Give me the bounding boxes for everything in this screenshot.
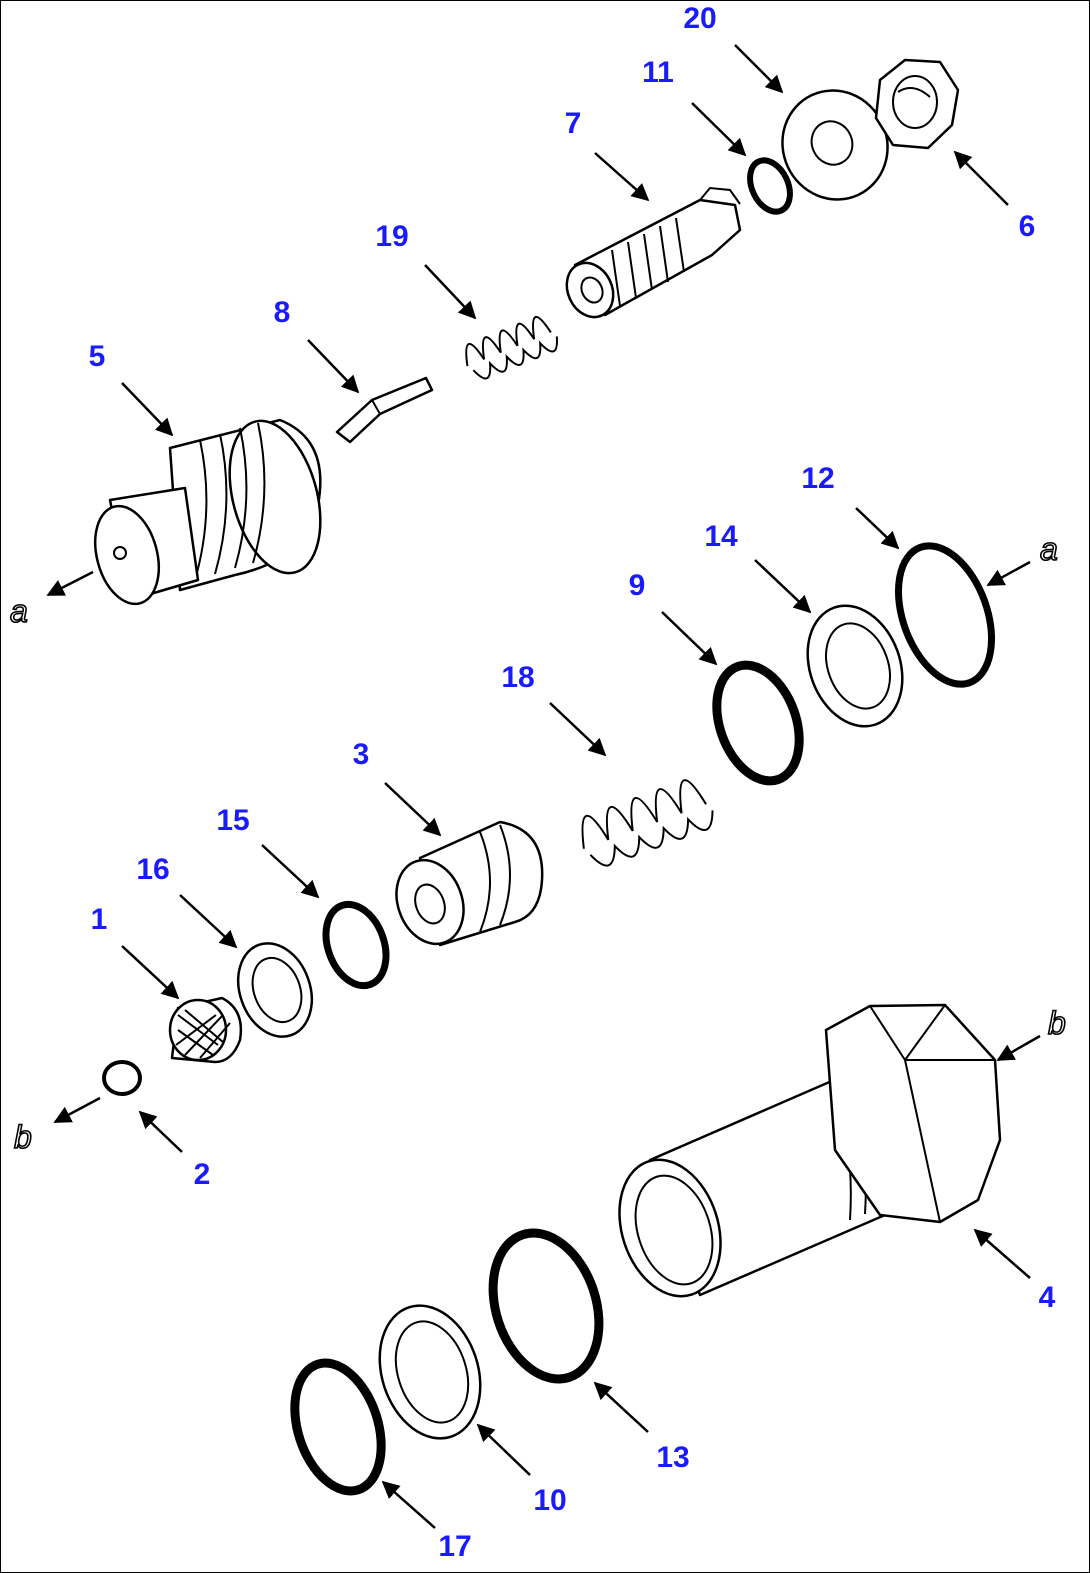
part-20-washer	[781, 89, 889, 201]
arrow-7	[594, 152, 650, 202]
callout-10: 10	[533, 1484, 566, 1517]
callout-12: 12	[801, 462, 834, 495]
part-12-oring	[894, 542, 996, 688]
callout-11: 11	[642, 56, 674, 89]
leader-arrows	[46, 44, 1041, 1529]
arrow-11	[691, 102, 747, 157]
part-19-spring	[465, 316, 558, 380]
ref-b-left: b	[14, 1119, 32, 1155]
callout-4: 4	[1039, 1281, 1056, 1314]
part-13-oring	[488, 1228, 604, 1384]
part-15-oring	[322, 900, 390, 990]
callout-18: 18	[501, 661, 534, 694]
callout-3: 3	[353, 738, 370, 771]
callout-labels: 20 11 7 6 19 8 5 12 14 9 18 3 15 16 1 2 …	[89, 2, 1056, 1563]
arrow-1	[121, 945, 180, 1000]
callout-8: 8	[274, 296, 291, 329]
arrow-2	[138, 1110, 183, 1153]
arrow-16	[179, 894, 238, 949]
arrow-20	[734, 44, 784, 94]
arrow-19	[424, 264, 477, 320]
part-11-oring	[747, 157, 793, 215]
arrow-13	[593, 1381, 649, 1433]
part-17-oring	[290, 1358, 386, 1496]
part-6-nut	[874, 58, 960, 150]
part-10-backup-ring	[378, 1304, 482, 1440]
arrow-18	[549, 702, 607, 757]
callout-6: 6	[1019, 210, 1036, 243]
arrow-9	[661, 611, 718, 666]
callout-17: 17	[438, 1530, 471, 1563]
arrow-10	[476, 1423, 531, 1476]
callout-7: 7	[565, 107, 582, 140]
arrow-b-left	[53, 1096, 101, 1124]
callout-1: 1	[91, 903, 108, 936]
arrow-a-left	[46, 570, 94, 597]
arrow-8	[307, 339, 360, 394]
part-4-housing	[618, 1003, 1002, 1298]
part-18-spring	[581, 779, 714, 867]
callout-20: 20	[683, 2, 716, 35]
callout-19: 19	[375, 220, 408, 253]
arrow-a-right	[986, 560, 1031, 587]
part-2-snap-ring	[102, 1060, 142, 1096]
part-7-adjusting-screw	[565, 186, 742, 319]
arrow-15	[261, 844, 320, 899]
part-3-piston	[395, 820, 544, 947]
ref-a-left: a	[10, 593, 28, 629]
arrow-12	[855, 507, 900, 550]
part-8-poppet	[335, 376, 434, 444]
ref-a-right: a	[1040, 531, 1058, 567]
arrow-4	[973, 1228, 1031, 1279]
arrow-5	[121, 382, 174, 437]
ref-b-right: b	[1048, 1005, 1066, 1041]
arrow-b-right	[996, 1034, 1041, 1062]
callout-5: 5	[89, 340, 106, 373]
callout-9: 9	[629, 569, 646, 602]
part-14-backup-ring	[806, 604, 904, 728]
part-16-backup-ring	[236, 942, 314, 1038]
callout-13: 13	[656, 1441, 689, 1474]
part-5-valve-body	[94, 418, 322, 606]
callout-14: 14	[704, 520, 738, 553]
arrow-17	[381, 1480, 436, 1529]
part-9-oring	[712, 660, 804, 786]
callout-2: 2	[194, 1158, 211, 1191]
callout-15: 15	[216, 804, 249, 837]
part-1-screen	[168, 996, 243, 1064]
arrow-6	[953, 150, 1009, 206]
callout-16: 16	[136, 853, 169, 886]
arrow-14	[754, 559, 812, 614]
arrow-3	[384, 782, 442, 837]
reference-letters: a a b b	[9, 530, 1066, 1156]
